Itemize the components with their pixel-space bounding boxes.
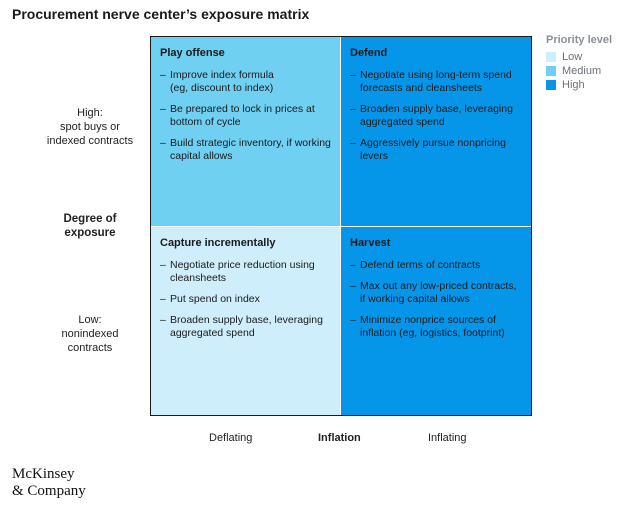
exposure-matrix: Play offense –Improve index formula(eg, … <box>150 36 532 416</box>
quadrant-item: –Minimize nonprice sources of inflation … <box>350 314 523 340</box>
x-axis-left-label: Deflating <box>209 432 253 444</box>
dash-bullet-icon: – <box>350 103 356 115</box>
legend-swatch-low <box>546 52 556 62</box>
quadrant-defend: Defend –Negotiate using long-term spend … <box>341 37 531 227</box>
dash-bullet-icon: – <box>350 314 356 326</box>
dash-bullet-icon: – <box>350 259 356 271</box>
dash-bullet-icon: – <box>350 137 356 149</box>
legend-swatch-medium <box>546 66 556 76</box>
quadrant-item-text: Negotiate price reduction using cleanshe… <box>170 259 315 284</box>
quadrant-item-text: Broaden supply base, leveraging aggregat… <box>170 314 323 339</box>
quadrant-item: –Improve index formula(eg, discount to i… <box>160 69 332 95</box>
quadrant-item: –Max out any low-priced contracts, if wo… <box>350 280 523 306</box>
logo-line-1: McKinsey <box>12 466 75 482</box>
quadrant-item-text: Broaden supply base, leveraging aggregat… <box>360 103 513 128</box>
quadrant-item-list: –Improve index formula(eg, discount to i… <box>160 69 332 163</box>
quadrant-title: Harvest <box>350 237 391 249</box>
quadrant-title: Defend <box>350 47 388 59</box>
dash-bullet-icon: – <box>160 259 166 271</box>
quadrant-item-text: Be prepared to lock in prices at bottom … <box>170 103 315 128</box>
x-axis-right-label: Inflating <box>428 432 467 444</box>
quadrant-item: –Negotiate using long-term spend forecas… <box>350 69 523 95</box>
legend-item-low: Low <box>546 51 612 63</box>
quadrant-capture-incrementally: Capture incrementally –Negotiate price r… <box>151 227 341 415</box>
quadrant-item-list: –Defend terms of contracts–Max out any l… <box>350 259 523 340</box>
dash-bullet-icon: – <box>350 69 356 81</box>
chart-title: Procurement nerve center’s exposure matr… <box>12 6 310 22</box>
quadrant-item-text: Defend terms of contracts <box>360 259 481 271</box>
logo-line-2: & Company <box>12 483 86 499</box>
legend-label-high: High <box>562 79 585 91</box>
legend-label-low: Low <box>562 51 583 63</box>
quadrant-harvest: Harvest –Defend terms of contracts–Max o… <box>341 227 531 415</box>
quadrant-item-text: Improve index formula(eg, discount to in… <box>170 69 274 94</box>
dash-bullet-icon: – <box>160 69 166 81</box>
quadrant-item: –Broaden supply base, leveraging aggrega… <box>160 314 332 340</box>
quadrant-item: –Build strategic inventory, if working c… <box>160 137 332 163</box>
x-axis-title: Inflation <box>318 432 361 444</box>
dash-bullet-icon: – <box>160 293 166 305</box>
quadrant-item-list: –Negotiate using long-term spend forecas… <box>350 69 523 163</box>
quadrant-item-text: Build strategic inventory, if working ca… <box>170 137 331 162</box>
quadrant-item-text: Negotiate using long-term spend forecast… <box>360 69 512 94</box>
legend-swatch-high <box>546 80 556 90</box>
quadrant-item: –Broaden supply base, leveraging aggrega… <box>350 103 523 129</box>
dash-bullet-icon: – <box>160 314 166 326</box>
legend-title: Priority level <box>546 34 613 46</box>
quadrant-play-offense: Play offense –Improve index formula(eg, … <box>151 37 341 227</box>
quadrant-item-text: Minimize nonprice sources of inflation (… <box>360 314 505 339</box>
quadrant-item-text: Put spend on index <box>170 293 260 305</box>
quadrant-item: –Put spend on index <box>160 293 332 306</box>
legend-item-high: High <box>546 79 612 91</box>
quadrant-item-list: –Negotiate price reduction using cleansh… <box>160 259 332 340</box>
mckinsey-logo: McKinsey & Company <box>12 466 86 500</box>
dash-bullet-icon: – <box>160 103 166 115</box>
dash-bullet-icon: – <box>160 137 166 149</box>
quadrant-item-text: Aggressively pursue nonpricing levers <box>360 137 506 162</box>
quadrant-item-text: Max out any low-priced contracts, if wor… <box>360 280 517 305</box>
quadrant-title: Play offense <box>160 47 225 59</box>
legend-label-medium: Medium <box>562 65 602 77</box>
dash-bullet-icon: – <box>350 280 356 292</box>
quadrant-item: –Defend terms of contracts <box>350 259 523 272</box>
quadrant-item: –Be prepared to lock in prices at bottom… <box>160 103 332 129</box>
legend-item-medium: Medium <box>546 65 612 77</box>
quadrant-title: Capture incrementally <box>160 237 276 249</box>
quadrant-item: –Negotiate price reduction using cleansh… <box>160 259 332 285</box>
quadrant-item: –Aggressively pursue nonpricing levers <box>350 137 523 163</box>
priority-legend: Priority level Low Medium High <box>546 34 612 93</box>
